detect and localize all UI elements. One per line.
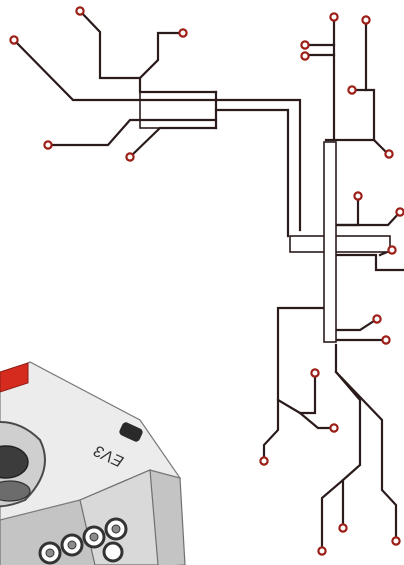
terminal-pads bbox=[9, 6, 404, 556]
pad bbox=[317, 546, 327, 556]
lego-logo bbox=[0, 362, 29, 393]
brick-ports bbox=[38, 517, 128, 565]
horizontal-bus bbox=[289, 235, 391, 253]
trace-t bbox=[276, 306, 326, 415]
pad bbox=[125, 152, 135, 162]
trace-p bbox=[334, 253, 404, 272]
circuit-traces bbox=[12, 9, 404, 552]
pad bbox=[347, 85, 357, 95]
port-5 bbox=[102, 541, 124, 563]
trace-n bbox=[334, 194, 360, 227]
trace-r bbox=[334, 317, 379, 332]
vertical-bus bbox=[323, 141, 337, 343]
trace-o bbox=[334, 210, 402, 227]
trace-c bbox=[12, 38, 302, 232]
trace-e bbox=[46, 118, 218, 147]
trace-u bbox=[262, 398, 280, 462]
pad bbox=[329, 423, 339, 433]
pad bbox=[372, 314, 382, 324]
trace-g bbox=[214, 108, 290, 238]
ev3-brick: EV3 bbox=[0, 361, 186, 565]
pad bbox=[300, 51, 310, 61]
trace-l bbox=[350, 88, 390, 156]
trace-v bbox=[298, 411, 336, 430]
trace-x bbox=[320, 478, 345, 552]
trace-y bbox=[334, 370, 398, 542]
pad bbox=[395, 207, 404, 217]
pad bbox=[381, 335, 391, 345]
pad bbox=[338, 523, 348, 533]
pad bbox=[391, 536, 401, 546]
pad bbox=[300, 40, 310, 50]
pad bbox=[329, 12, 339, 22]
pad bbox=[178, 28, 188, 38]
brick-center-button bbox=[0, 445, 29, 479]
pad bbox=[384, 149, 394, 159]
pad bbox=[387, 245, 397, 255]
pad bbox=[259, 456, 269, 466]
trace-f bbox=[128, 126, 218, 159]
trace-w bbox=[334, 343, 362, 530]
pad bbox=[353, 191, 363, 201]
trace-b bbox=[138, 31, 218, 94]
pad bbox=[9, 35, 19, 45]
pad bbox=[361, 15, 371, 25]
bus-bars bbox=[139, 91, 391, 343]
brick-speaker bbox=[119, 422, 143, 442]
pad bbox=[75, 6, 85, 16]
brick-button-lower bbox=[0, 480, 31, 502]
pad bbox=[43, 140, 53, 150]
pad bbox=[310, 368, 320, 378]
upper-bus bbox=[139, 91, 217, 129]
brick-top-face bbox=[0, 361, 182, 521]
trace-a bbox=[78, 9, 142, 80]
